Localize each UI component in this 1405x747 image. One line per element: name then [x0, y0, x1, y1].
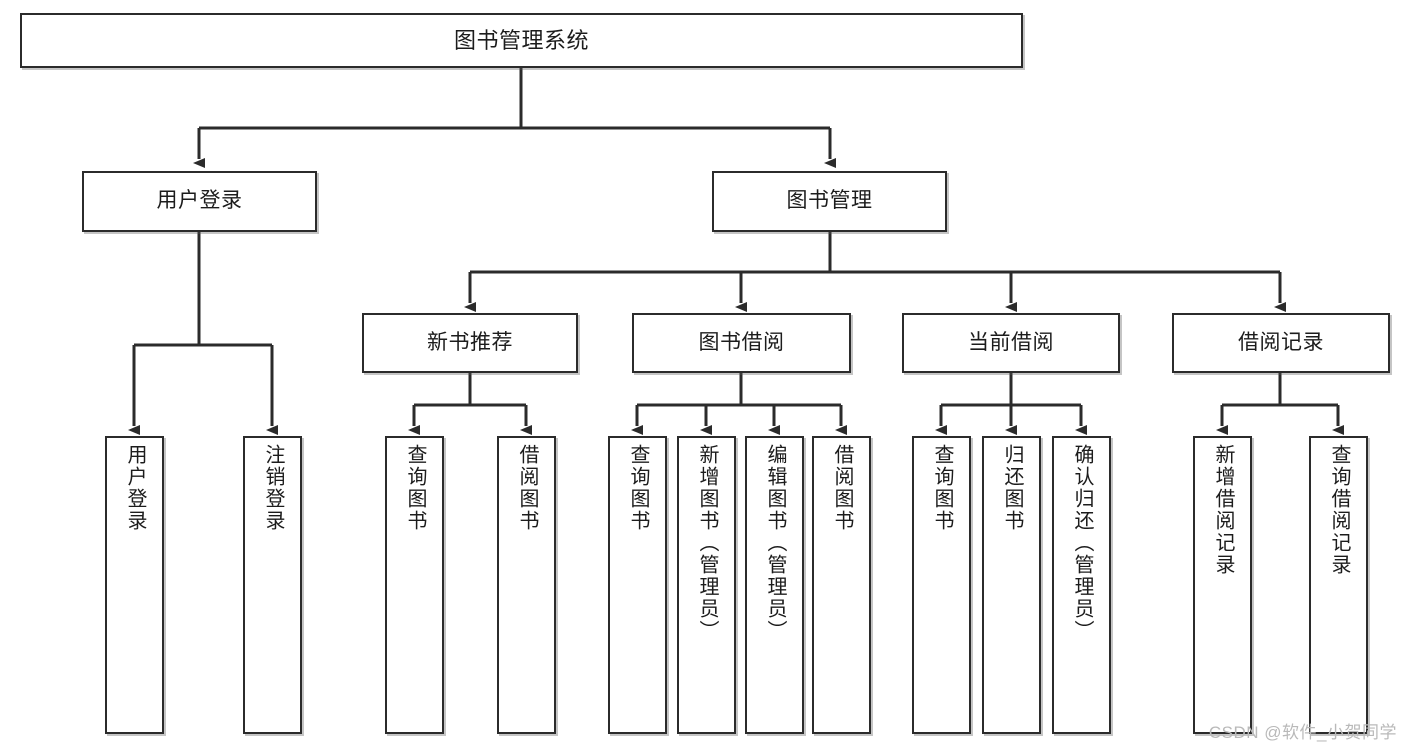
leaf-confirm-return-admin[interactable]: 确认归还（管理员）	[1052, 436, 1111, 734]
watermark: CSDN @软件_小贺同学	[1208, 723, 1397, 742]
leaf-return-book[interactable]: 归还图书	[982, 436, 1041, 734]
leaf-edit-book-admin[interactable]: 编辑图书（管理员）	[745, 436, 804, 734]
node-label: 查询图书	[931, 444, 953, 532]
node-new-book-recommend[interactable]: 新书推荐	[362, 313, 578, 373]
node-label: 用户登录	[124, 444, 146, 532]
node-label: 当前借阅	[968, 330, 1054, 354]
node-label: 新书推荐	[427, 330, 513, 354]
node-current-borrow[interactable]: 当前借阅	[902, 313, 1120, 373]
node-borrow-record[interactable]: 借阅记录	[1172, 313, 1390, 373]
node-label: 注销登录	[262, 444, 284, 532]
leaf-user-login[interactable]: 用户登录	[105, 436, 164, 734]
leaf-borrow-book-new[interactable]: 借阅图书	[497, 436, 556, 734]
leaf-query-book-borrow[interactable]: 查询图书	[608, 436, 667, 734]
node-label: 新增借阅记录	[1212, 444, 1234, 576]
leaf-logout[interactable]: 注销登录	[243, 436, 302, 734]
leaf-borrow-book[interactable]: 借阅图书	[812, 436, 871, 734]
leaf-query-book-current[interactable]: 查询图书	[912, 436, 971, 734]
node-label: 编辑图书（管理员）	[764, 444, 786, 642]
node-book-borrow[interactable]: 图书借阅	[632, 313, 851, 373]
node-user-login[interactable]: 用户登录	[82, 171, 317, 232]
node-label: 归还图书	[1001, 444, 1023, 532]
node-label: 查询借阅记录	[1328, 444, 1350, 576]
leaf-query-book-new[interactable]: 查询图书	[385, 436, 444, 734]
node-label: 图书管理	[786, 189, 873, 213]
leaf-add-borrow-record[interactable]: 新增借阅记录	[1193, 436, 1252, 734]
node-label: 用户登录	[156, 189, 243, 213]
node-label: 借阅图书	[831, 444, 853, 532]
node-root-system[interactable]: 图书管理系统	[20, 13, 1023, 68]
node-label: 新增图书（管理员）	[696, 444, 718, 642]
node-label: 图书借阅	[698, 330, 785, 354]
leaf-query-borrow-record[interactable]: 查询借阅记录	[1309, 436, 1368, 734]
node-book-management[interactable]: 图书管理	[712, 171, 947, 232]
node-label: 图书管理系统	[453, 27, 589, 53]
node-label: 查询图书	[404, 444, 426, 532]
node-label: 查询图书	[627, 444, 649, 532]
node-label: 借阅记录	[1238, 330, 1324, 354]
leaf-add-book-admin[interactable]: 新增图书（管理员）	[677, 436, 736, 734]
node-label: 确认归还（管理员）	[1071, 444, 1093, 642]
node-label: 借阅图书	[516, 444, 538, 532]
